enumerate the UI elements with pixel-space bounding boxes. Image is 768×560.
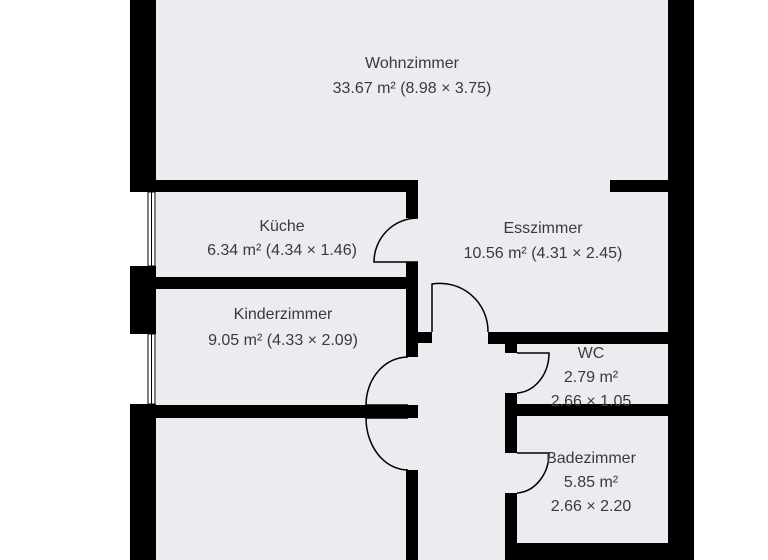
walls bbox=[130, 0, 694, 560]
room-size-esszimmer: 10.56 m² (4.31 × 2.45) bbox=[464, 245, 623, 262]
wall-wc-bad bbox=[505, 404, 668, 416]
wall-hall-left-lower bbox=[406, 470, 418, 560]
room-labels: Wohnzimmer 33.67 m² (8.98 × 3.75) Küche … bbox=[207, 55, 637, 515]
door-wc bbox=[516, 352, 550, 394]
wall-kitchen-right-upper bbox=[406, 180, 418, 218]
door-badezimmer bbox=[516, 452, 550, 494]
room-name-kueche: Küche bbox=[259, 218, 304, 235]
door-kinderzimmer bbox=[365, 356, 409, 406]
wall-living-bottom-right bbox=[610, 180, 668, 192]
room-size-kueche: 6.34 m² (4.34 × 1.46) bbox=[207, 242, 357, 259]
door-bottom-room bbox=[365, 417, 409, 471]
wall-kitchen-kinder bbox=[130, 277, 418, 289]
wall-left-upper bbox=[130, 0, 156, 192]
wall-kinder-bottom bbox=[130, 405, 418, 418]
room-name-kinderzimmer: Kinderzimmer bbox=[234, 306, 333, 323]
windows bbox=[147, 191, 156, 405]
room-size-wohnzimmer: 33.67 m² (8.98 × 3.75) bbox=[333, 80, 492, 97]
wall-living-bottom-left bbox=[130, 180, 418, 192]
room-name-badezimmer: Badezimmer bbox=[546, 450, 636, 467]
wall-left-mid bbox=[130, 266, 156, 334]
wall-bad-bottom bbox=[505, 543, 668, 560]
wall-stub bbox=[418, 332, 432, 343]
wall-kitchen-right-lower bbox=[406, 262, 418, 357]
room-name-wohnzimmer: Wohnzimmer bbox=[365, 55, 460, 72]
room-area-wc: 2.79 m² bbox=[564, 369, 619, 386]
room-name-esszimmer: Esszimmer bbox=[503, 220, 583, 237]
wall-dining-bottom bbox=[488, 332, 668, 344]
doors bbox=[365, 217, 550, 494]
wall-wc-left-top bbox=[505, 332, 517, 353]
wall-wc-bad-left bbox=[505, 393, 517, 453]
room-size-kinderzimmer: 9.05 m² (4.33 × 2.09) bbox=[208, 332, 358, 349]
wall-left-lower bbox=[130, 404, 156, 560]
room-dims-wc: 2.66 × 1.05 bbox=[551, 393, 632, 410]
room-dims-badezimmer: 2.66 × 2.20 bbox=[551, 498, 632, 515]
wall-right bbox=[668, 0, 694, 560]
room-area-badezimmer: 5.85 m² bbox=[564, 474, 619, 491]
door-kitchen bbox=[373, 217, 419, 263]
door-dining bbox=[431, 282, 489, 333]
room-name-wc: WC bbox=[578, 345, 605, 362]
